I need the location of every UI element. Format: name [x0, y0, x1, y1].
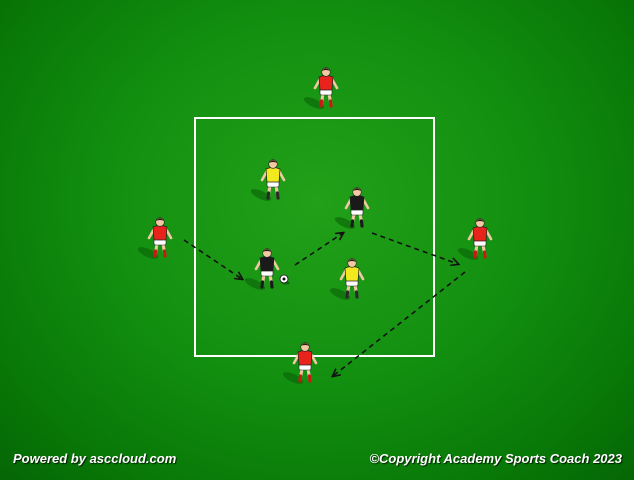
player-red-right — [457, 218, 493, 260]
pass-arrows — [183, 232, 466, 376]
pass-arrow-4 — [333, 271, 466, 376]
pass-arrow-3 — [371, 232, 458, 264]
players — [137, 67, 493, 384]
player-yellow-lower — [329, 258, 365, 300]
pass-arrow-2 — [294, 233, 343, 266]
powered-by-text: Powered by asccloud.com — [13, 451, 177, 466]
player-red-left — [137, 217, 173, 259]
pass-arrow-1 — [183, 239, 242, 279]
player-red-top — [303, 67, 339, 109]
ball — [279, 274, 290, 285]
copyright-text: ©Copyright Academy Sports Coach 2023 — [369, 451, 622, 466]
player-red-bottom — [282, 342, 318, 384]
grid-boundary — [194, 117, 435, 357]
player-black-upper — [334, 187, 370, 229]
player-yellow-upper — [250, 159, 286, 201]
player-black-with-ball — [244, 248, 280, 290]
